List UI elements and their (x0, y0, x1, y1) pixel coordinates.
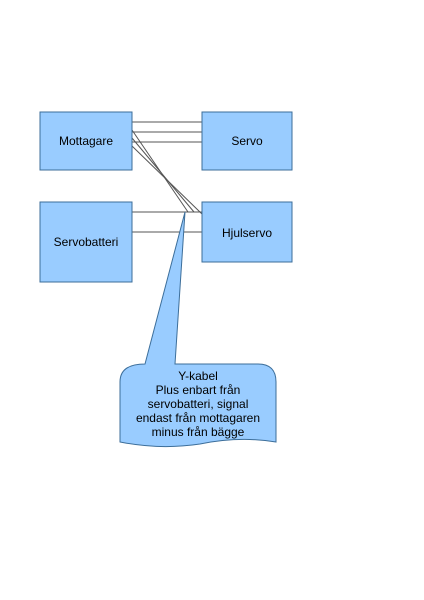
callout-line-3: servobatteri, signal (148, 397, 249, 411)
node-hjulservo: Hjulservo (201, 201, 293, 263)
node-servobatteri-label: Servobatteri (54, 235, 119, 249)
wires-mottagare-hjulservo (131, 129, 203, 215)
node-hjulservo-label: Hjulservo (222, 226, 272, 240)
wires-mottagare-servo (132, 121, 202, 143)
node-servo: Servo (201, 111, 293, 171)
node-servo-label: Servo (231, 134, 263, 148)
callout-line-4: endast från mottagaren (136, 411, 260, 425)
node-servobatteri: Servobatteri (39, 201, 133, 283)
wires-servobatteri-hjulservo (132, 211, 202, 233)
callout-bubble (119, 211, 277, 448)
callout-line-1: Y-kabel (178, 369, 218, 383)
callout-y-kabel: Y-kabel Plus enbart från servobatteri, s… (119, 211, 277, 448)
node-mottagare: Mottagare (39, 111, 133, 171)
node-mottagare-label: Mottagare (59, 134, 113, 148)
callout-line-2: Plus enbart från (156, 383, 241, 397)
callout-line-5: minus från bägge (152, 425, 245, 439)
